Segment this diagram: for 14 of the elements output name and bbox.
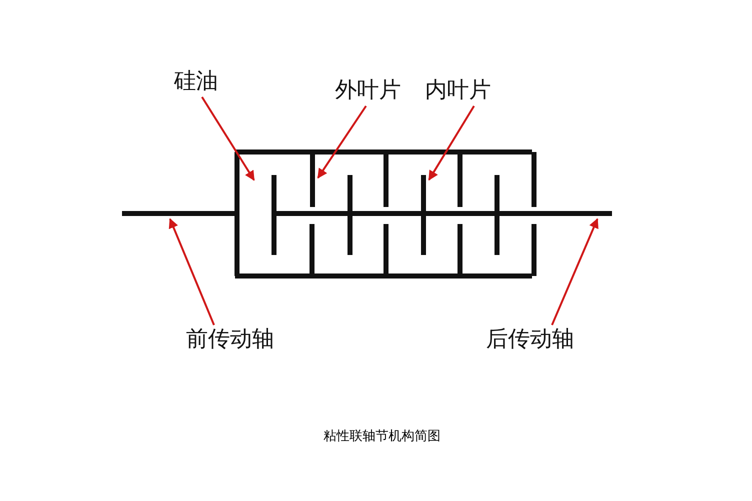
part-label: 后传动轴 <box>486 327 574 353</box>
leader-arrow <box>428 105 475 181</box>
leader-arrow <box>551 218 598 326</box>
part-label: 内叶片 <box>425 78 491 104</box>
leader-arrow <box>201 96 255 181</box>
caption: 粘性联轴节机构简图 <box>324 429 440 445</box>
part-label: 前传动轴 <box>186 327 274 353</box>
shaft-bar <box>122 211 235 216</box>
plate-bar <box>421 175 426 255</box>
leader-arrow <box>317 105 367 179</box>
part-label: 外叶片 <box>335 78 401 104</box>
leader-arrow <box>168 218 215 326</box>
part-label: 硅油 <box>174 69 218 95</box>
plate-bar <box>310 154 315 207</box>
